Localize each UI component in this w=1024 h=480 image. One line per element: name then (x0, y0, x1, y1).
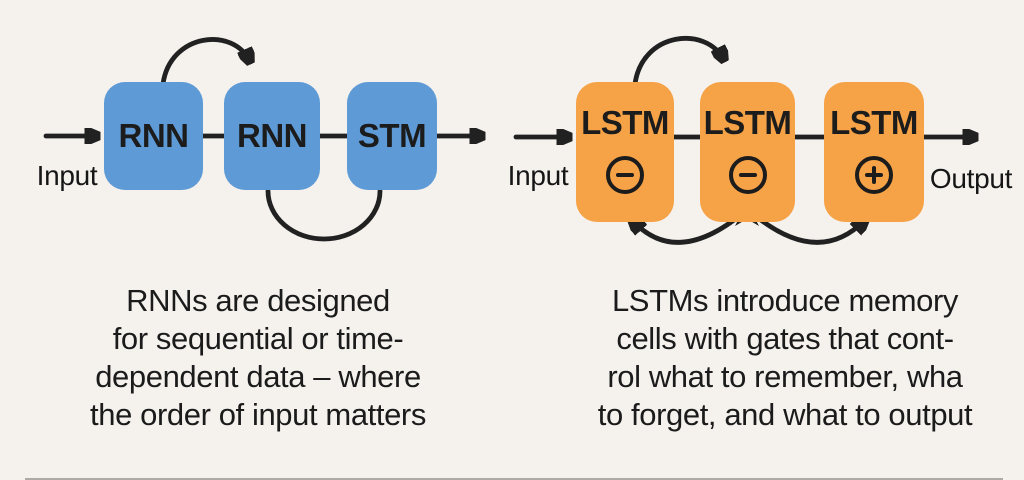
minus-gate-icon (728, 156, 767, 194)
minus-gate-icon (606, 156, 644, 194)
rnn-node-label: RNN (237, 117, 308, 154)
rnn-caption-line: for sequential or time- (112, 321, 404, 356)
rnn-node-label: STM (357, 117, 427, 154)
lstm-recurrence-arc-top (632, 36, 724, 87)
rnn-caption: RNNs are designed for sequential or time… (16, 282, 500, 434)
rnn-caption-line: dependent data – where (95, 359, 421, 394)
lstm-node-label: LSTM (703, 104, 792, 141)
rnn-caption-line: the order of input matters (90, 397, 426, 432)
lstm-caption-line: rol what to remember, wha (607, 359, 963, 394)
lstm-caption-line: cells with gates that cont- (616, 321, 954, 356)
lstm-node-label: LSTM (581, 104, 669, 141)
rnn-input-label: Input (36, 160, 98, 191)
rnn-caption-line: RNNs are designed (126, 283, 390, 318)
plus-gate-icon (855, 156, 893, 194)
lstm-node: LSTM (576, 82, 674, 222)
lstm-node: LSTM (824, 82, 924, 222)
lstm-caption-line: LSTMs introduce memory (611, 283, 959, 318)
lstm-node: LSTM (700, 82, 795, 222)
rnn-node: RNN (104, 82, 203, 190)
rnn-node: STM (347, 82, 437, 190)
lstm-output-label: Output (929, 163, 1013, 194)
rnn-recurrence-arc-top (160, 37, 250, 87)
rnn-recurrence-arc-bottom (265, 188, 383, 242)
lstm-caption-line: to forget, and what to output (597, 397, 973, 432)
cropped-content-edge (25, 477, 1003, 480)
rnn-node: RNN (224, 82, 320, 190)
lstm-node-label: LSTM (830, 104, 918, 141)
rnn-node-label: RNN (118, 117, 190, 154)
lstm-input-label: Input (507, 160, 569, 191)
lstm-caption: LSTMs introduce memory cells with gates … (548, 282, 1022, 434)
